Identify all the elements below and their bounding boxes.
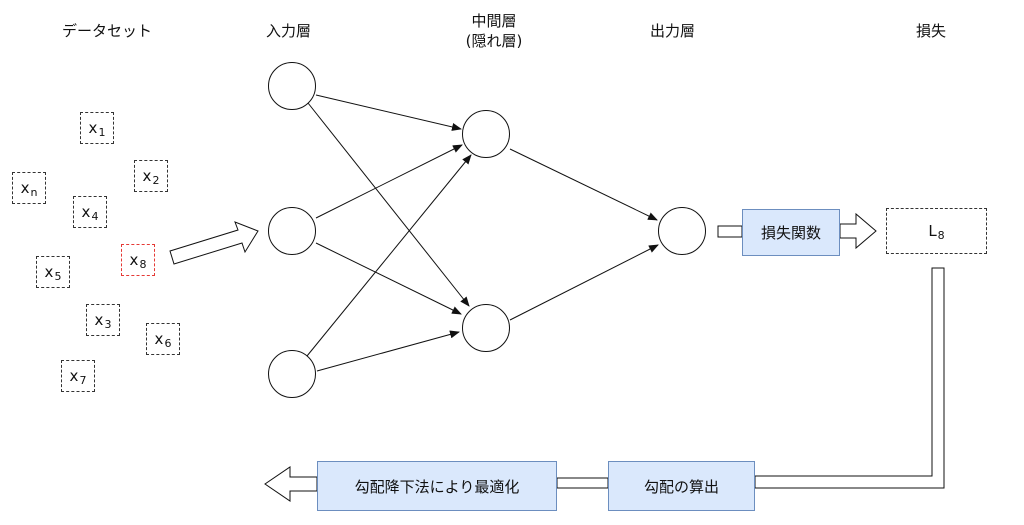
edge-i3-h1 (306, 154, 472, 357)
gradient-descent-optimization-box: 勾配降下法により最適化 (317, 461, 557, 511)
edge-i2-h2 (315, 242, 462, 315)
output-node (658, 207, 706, 255)
input-node-1 (268, 62, 316, 110)
header-output-layer: 出力層 (650, 22, 696, 40)
loss-function-box: 損失関数 (742, 209, 840, 256)
optimize-exit-arrow (264, 466, 318, 502)
input-node-3 (268, 350, 316, 398)
dataset-to-input-arrow (169, 221, 259, 265)
edge-i1-h1 (315, 94, 462, 131)
header-hidden-layer: 中間層 (隠れ層) (454, 11, 534, 51)
edge-h2-o (509, 244, 659, 321)
header-loss: 損失 (916, 22, 947, 40)
loss-to-gradient-pipe (754, 267, 945, 489)
edge-i2-h1 (315, 144, 463, 219)
output-to-lossfn-arrow (717, 225, 743, 238)
hidden-node-1 (462, 110, 510, 158)
edge-h1-o (509, 148, 658, 221)
edge-i1-h2 (307, 102, 470, 307)
edge-i3-h2 (316, 330, 460, 372)
header-input-layer: 入力層 (266, 22, 312, 40)
lossfn-to-loss-arrow (839, 212, 877, 250)
gradient-calculation-box: 勾配の算出 (608, 461, 755, 511)
header-dataset: データセット (62, 22, 153, 40)
header-hidden-layer-subtitle: (隠れ層) (465, 32, 523, 50)
gradient-to-optimize-pipe (556, 477, 609, 489)
input-node-2 (268, 207, 316, 255)
hidden-node-2 (462, 304, 510, 352)
header-hidden-layer-title: 中間層 (471, 12, 517, 30)
